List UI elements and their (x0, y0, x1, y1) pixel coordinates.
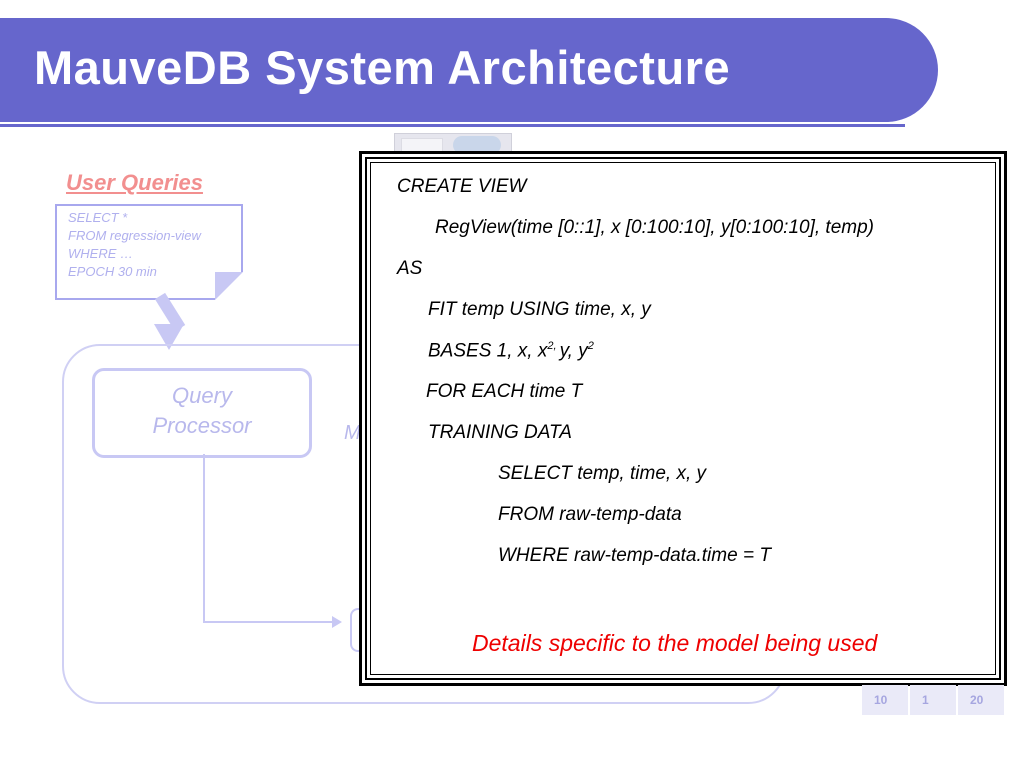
popup-border-innermost (370, 162, 996, 675)
slide-title: MauveDB System Architecture (34, 41, 731, 94)
bases-text: BASES 1, x, x (428, 340, 548, 362)
bases-text: y, y (559, 340, 588, 362)
query-processor-box: Query Processor (92, 368, 312, 458)
code-line: SELECT temp, time, x, y (498, 463, 706, 484)
query-note: SELECT * FROM regression-view WHERE … EP… (55, 204, 243, 300)
table-cell: 1 (910, 685, 956, 715)
storage-cylinder (350, 608, 366, 652)
code-line: FIT temp USING time, x, y (428, 299, 651, 320)
code-line: RegView(time [0::1], x [0:100:10], y[0:1… (435, 217, 874, 238)
thumbnail-logo (453, 136, 501, 154)
exponent: 2 (587, 340, 594, 352)
code-line: FROM raw-temp-data (498, 504, 682, 525)
note-fold (215, 272, 243, 300)
connector-horizontal (203, 621, 335, 623)
query-processor-line: Processor (152, 413, 252, 438)
details-note: Details specific to the model being used (472, 630, 878, 656)
code-line: FOR EACH time T (426, 381, 583, 402)
exponent: 2, (547, 340, 560, 352)
code-line: CREATE VIEW (397, 176, 527, 197)
popup-border-inner (365, 157, 1001, 680)
partial-label: M (344, 422, 361, 444)
table-cell: 20 (958, 685, 1004, 715)
title-banner (0, 18, 938, 122)
code-line: WHERE raw-temp-data.time = T (498, 545, 771, 566)
table-cell: 10 (862, 685, 908, 715)
code-line-bases: BASES 1, x, x2, y, y2 (428, 340, 594, 362)
query-line: FROM regression-view (68, 228, 201, 243)
query-line: SELECT * (68, 210, 128, 225)
code-line: TRAINING DATA (428, 422, 572, 443)
code-popup (359, 151, 1007, 686)
mini-table: 10 1 20 (862, 685, 1006, 715)
code-line: AS (397, 258, 423, 279)
connector-arrow-head (332, 616, 342, 628)
user-queries-label: User Queries (66, 170, 203, 195)
query-line: EPOCH 30 min (68, 264, 157, 279)
query-processor-line: Query (172, 383, 232, 408)
connector-vertical (203, 454, 205, 622)
title-underline (0, 124, 905, 127)
query-line: WHERE … (68, 246, 133, 261)
